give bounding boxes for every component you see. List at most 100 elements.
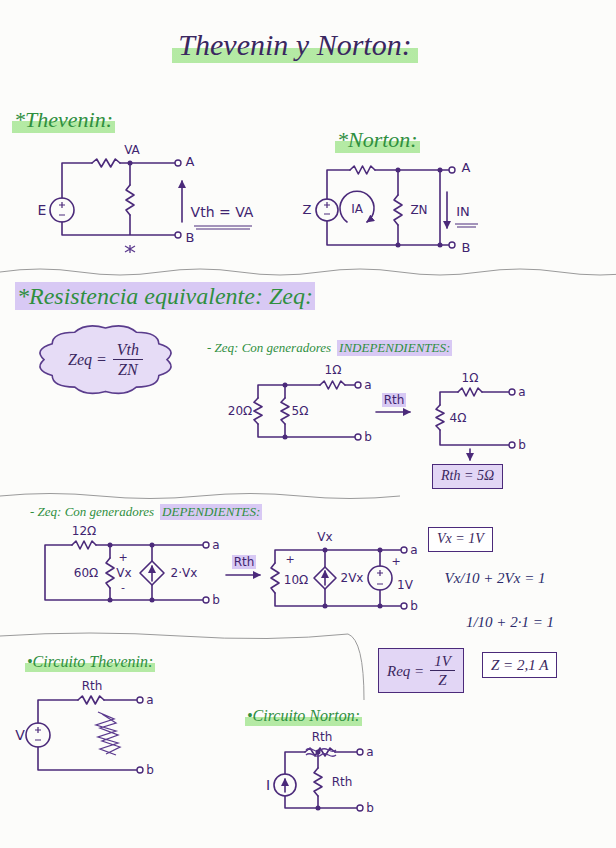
terminal-name: a	[362, 378, 373, 392]
resistor-symbol	[458, 388, 482, 396]
wire	[327, 170, 449, 245]
terminal	[509, 389, 515, 395]
terminal	[357, 805, 363, 811]
resistor-symbol	[92, 159, 120, 167]
voltage-source	[26, 723, 50, 747]
terminal-name: a	[364, 745, 375, 759]
terminal-name: B	[460, 240, 473, 256]
polarity-sign: +	[389, 555, 402, 568]
underline	[194, 226, 252, 229]
terminal-name: b	[516, 438, 528, 452]
resistor-symbol	[126, 185, 134, 215]
equation: Vx/10 + 2Vx = 1	[442, 569, 547, 587]
arrow-label: Rth	[382, 393, 407, 407]
terminal-name: a	[516, 385, 527, 399]
resistor-symbol	[271, 563, 279, 593]
subheading: DEPENDIENTES:	[160, 504, 262, 520]
dependent-source	[140, 561, 164, 585]
resistor-value: 10Ω	[282, 573, 310, 587]
current-label: IA	[349, 202, 365, 216]
source-name: V	[13, 727, 27, 744]
resistor-value: 5Ω	[290, 404, 311, 418]
transform-arrow	[376, 411, 410, 413]
wire	[45, 545, 203, 600]
terminal	[137, 767, 143, 773]
terminal-name: A	[460, 160, 473, 176]
wire	[275, 550, 401, 606]
voltage-arrow	[181, 181, 183, 222]
junction-dot	[150, 598, 155, 603]
section-heading: •Circuito Norton:	[245, 706, 362, 725]
equation: 1/10 + 2·1 = 1	[464, 613, 556, 631]
terminal-name: A	[184, 154, 197, 170]
terminal-name: b	[408, 599, 420, 613]
source-name: E	[36, 202, 49, 219]
cloud-outline	[40, 326, 171, 394]
resistor-value: 20Ω	[226, 404, 254, 418]
terminal-name: a	[210, 538, 221, 552]
section-heading: *Norton:	[335, 127, 420, 153]
resistor-symbol	[72, 541, 96, 549]
junction-dot	[438, 243, 443, 248]
source-name: I	[264, 777, 272, 794]
voltage-source	[50, 198, 74, 222]
node-text: Vx = 1V	[437, 531, 484, 548]
impedance-label: ZN	[408, 203, 429, 217]
junction-dot	[283, 383, 288, 388]
mesh-current-arrow	[340, 191, 374, 222]
result-arrow	[469, 449, 471, 460]
terminal	[401, 603, 407, 609]
terminal	[401, 547, 407, 553]
resistor-value: 4Ω	[448, 411, 469, 425]
terminal-name: b	[364, 801, 376, 815]
junction-dot	[378, 604, 383, 609]
junction-dot	[378, 548, 383, 553]
resistor-symbol	[281, 398, 289, 424]
fraction: VthZN	[113, 340, 143, 379]
terminal-name: b	[144, 763, 156, 777]
subheading: - Zeq: Con generadores	[205, 340, 333, 356]
junction-dot	[316, 806, 321, 811]
node-text: 1V	[430, 652, 455, 671]
terminal	[203, 542, 209, 548]
resistor-symbol	[78, 696, 104, 704]
value-box: Z = 2,1 A	[482, 652, 557, 678]
source-arrow	[151, 566, 153, 581]
source-name: Z	[301, 202, 314, 218]
scribble	[96, 712, 120, 755]
polarity-mark	[324, 202, 330, 214]
resistor-value: 1Ω	[460, 371, 481, 385]
source-value: 2·Vx	[169, 566, 200, 580]
terminal-name: B	[184, 230, 197, 246]
junction-dot	[316, 750, 321, 755]
junction-dot	[396, 168, 401, 173]
resistor-value: 60Ω	[72, 566, 100, 580]
terminal	[357, 749, 363, 755]
node-text: ZN	[118, 360, 138, 379]
resistor-symbol	[320, 381, 345, 389]
polarity-sign: -	[119, 581, 127, 594]
polarity-mark	[377, 570, 383, 584]
resistor-value: 1Ω	[323, 363, 344, 377]
transform-arrow	[226, 574, 260, 576]
wire	[62, 163, 175, 235]
terminal-name: a	[144, 693, 155, 707]
wire	[285, 752, 357, 808]
terminal	[175, 160, 181, 166]
terminal	[175, 232, 181, 238]
junction-dot	[323, 548, 328, 553]
node-name: Vx	[315, 530, 334, 544]
node-text: Vth	[113, 340, 143, 360]
terminal-name: a	[408, 543, 419, 557]
voltage-label: Vx	[114, 566, 133, 580]
separator-line	[0, 269, 616, 275]
node-text: Rth = 5Ω	[441, 468, 494, 485]
ink-blot	[125, 245, 135, 253]
wire	[440, 392, 509, 445]
junction-dot	[108, 598, 113, 603]
source-value: 1V	[395, 578, 415, 592]
value-box: Vx = 1V	[428, 527, 493, 552]
separator-line	[0, 633, 364, 700]
source-symbol	[316, 199, 338, 221]
